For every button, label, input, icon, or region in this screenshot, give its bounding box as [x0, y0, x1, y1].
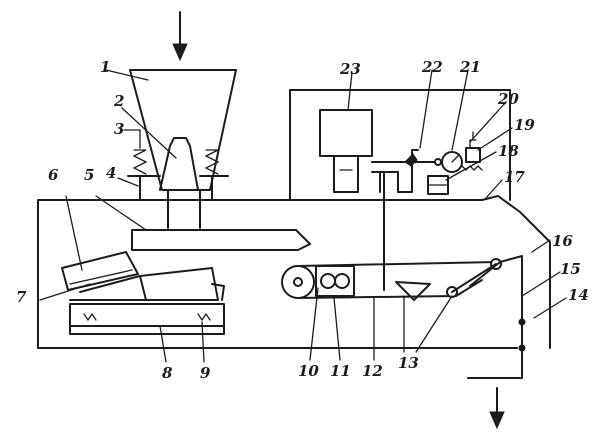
agitator-cone [159, 137, 199, 191]
label-2: 2 [113, 92, 124, 110]
gauge-dial [441, 151, 463, 173]
label-20: 20 [497, 90, 519, 108]
label-8: 8 [162, 364, 173, 382]
inclined-chute [61, 251, 139, 291]
input-flow-arrow [172, 11, 188, 62]
output-flow-arrow [489, 387, 505, 430]
control-cabinet-frame [289, 89, 511, 201]
label-6: 6 [48, 166, 59, 184]
label-23: 23 [339, 60, 361, 78]
feed-hopper [129, 69, 237, 191]
label-11: 11 [330, 362, 351, 380]
leader-line [123, 129, 141, 137]
label-18: 18 [498, 142, 519, 160]
spring-adjuster [461, 131, 483, 171]
label-14: 14 [568, 286, 589, 304]
belt-tensioner [395, 258, 502, 301]
base-frame [69, 303, 225, 335]
label-5: 5 [84, 166, 94, 184]
label-16: 16 [552, 232, 573, 250]
label-4: 4 [106, 164, 116, 182]
discharge-chute [467, 255, 523, 379]
label-15: 15 [560, 260, 581, 278]
spring-mount-right [199, 149, 229, 201]
drive-unit [319, 109, 373, 193]
hopper-neck [167, 189, 201, 229]
label-21: 21 [459, 58, 481, 76]
conveyor-belt [281, 261, 497, 299]
label-12: 12 [362, 362, 383, 380]
label-7: 7 [16, 288, 27, 306]
drive-motor [315, 265, 355, 297]
label-19: 19 [514, 116, 535, 134]
label-9: 9 [200, 364, 211, 382]
label-1: 1 [100, 58, 110, 76]
discharge-flap [518, 299, 526, 379]
machine-body-frame [37, 195, 551, 349]
vibrating-tray [131, 229, 311, 251]
label-13: 13 [398, 354, 419, 372]
label-3: 3 [114, 120, 124, 138]
label-17: 17 [504, 168, 525, 186]
bracket-block [427, 175, 449, 195]
spring-mount-left [127, 135, 161, 201]
chute-inner-line [69, 269, 133, 285]
label-22: 22 [421, 58, 443, 76]
label-10: 10 [298, 362, 319, 380]
leader-lines [39, 69, 567, 363]
lower-tray-assembly [69, 267, 225, 301]
